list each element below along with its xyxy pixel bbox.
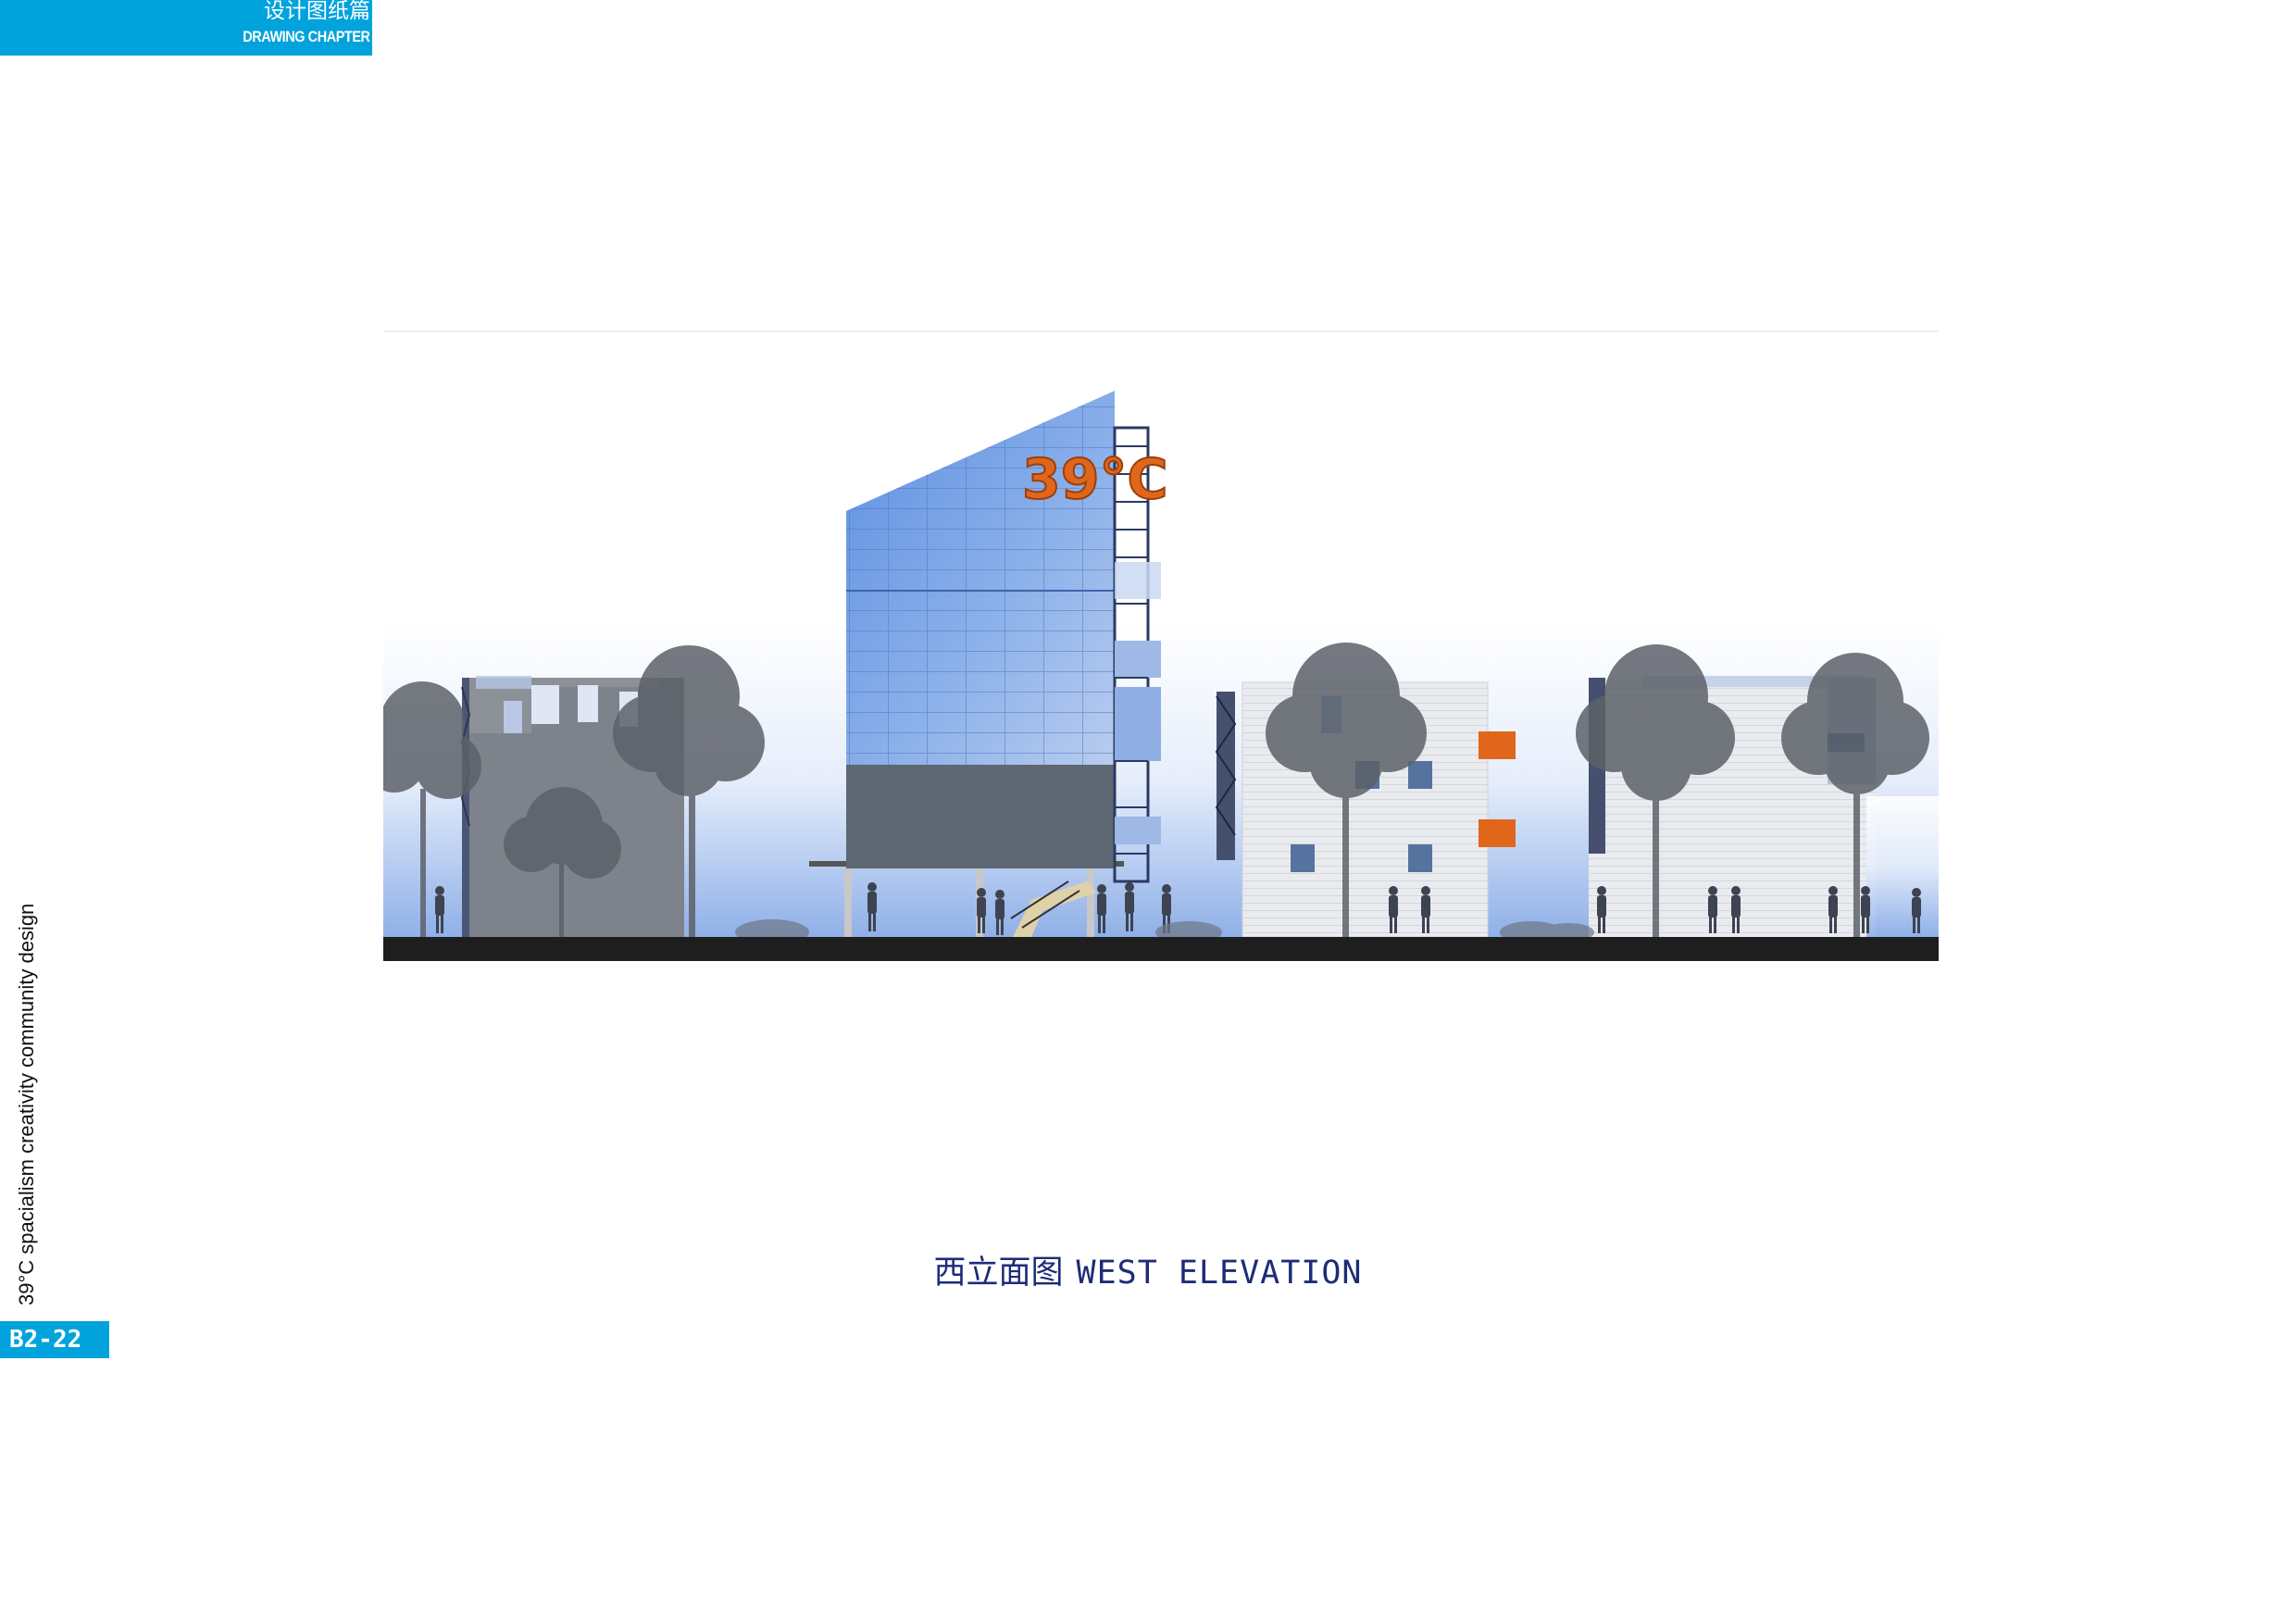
chapter-title-cn: 设计图纸篇 bbox=[264, 0, 370, 23]
chapter-title-en: DRAWING CHAPTER bbox=[243, 28, 371, 45]
west-elevation-drawing: 39°C bbox=[383, 331, 1939, 961]
trees bbox=[383, 643, 1929, 937]
people bbox=[435, 882, 1921, 935]
drawing-caption: 西立面图 WEST ELEVATION bbox=[0, 1246, 2296, 1293]
page-number: B2-22 bbox=[9, 1326, 82, 1354]
building-logo: 39°C bbox=[1022, 447, 1168, 512]
caption-cn: 西立面图 bbox=[933, 1255, 1064, 1292]
central-tower: 39°C bbox=[809, 391, 1169, 937]
chapter-header-band: 设计图纸篇 DRAWING CHAPTER bbox=[0, 0, 372, 56]
project-name-vertical: 39°C spacialism creativity community des… bbox=[15, 903, 38, 1305]
ground-line bbox=[383, 937, 1939, 961]
page-number-badge: B2-22 bbox=[0, 1321, 109, 1358]
caption-en: WEST ELEVATION bbox=[1076, 1255, 1363, 1292]
